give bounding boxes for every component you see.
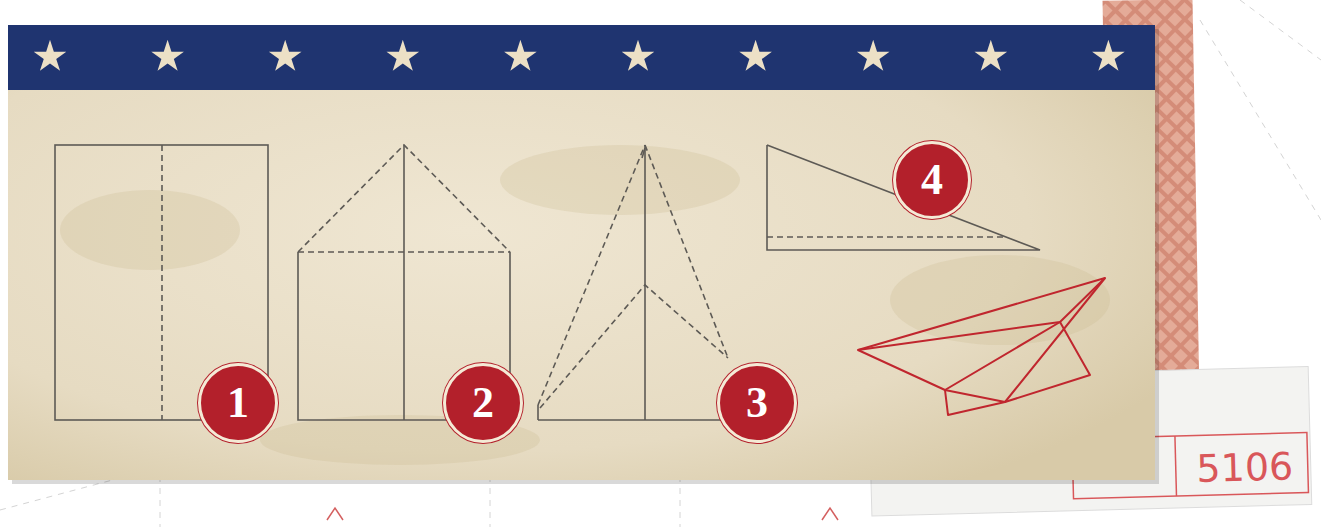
star [34, 40, 67, 71]
callout-circle: 2 [443, 363, 523, 443]
star [622, 40, 655, 71]
star [974, 40, 1007, 71]
callout-circle: 3 [717, 363, 797, 443]
callout-number: 1 [227, 381, 249, 425]
star [269, 40, 302, 71]
star [1092, 40, 1125, 71]
stars [34, 40, 1125, 71]
paper-airplane [858, 278, 1105, 415]
small-arrows [327, 508, 838, 520]
fold-steps [55, 145, 1040, 420]
parchment-card [8, 25, 1155, 480]
star [386, 40, 419, 71]
star [151, 40, 184, 71]
callout-circle: 4 [893, 141, 971, 219]
callout-number: 4 [921, 158, 943, 202]
ticket-number: 5106 [1196, 447, 1294, 488]
star [857, 40, 890, 71]
callout-number: 2 [472, 381, 494, 425]
star [504, 40, 537, 71]
star-band [8, 25, 1155, 90]
callout-circle: 1 [198, 363, 278, 443]
star [739, 40, 772, 71]
callout-number: 3 [746, 381, 768, 425]
